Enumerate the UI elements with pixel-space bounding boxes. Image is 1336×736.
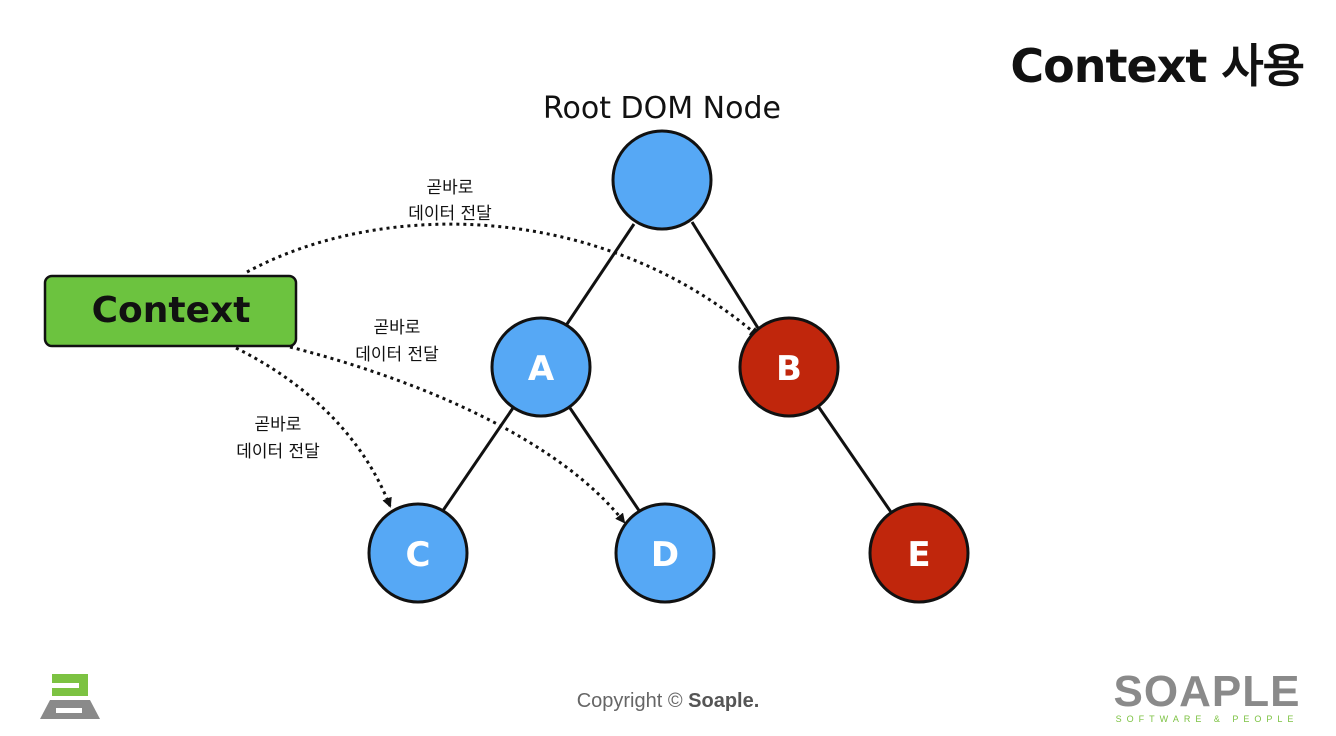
- node-c-label: C: [406, 535, 431, 575]
- copyright-prefix: Copyright ©: [576, 690, 683, 712]
- node-e-label: E: [907, 535, 930, 575]
- node-a-label: A: [528, 349, 555, 389]
- edge-a-d: [568, 407, 642, 513]
- context-box: [43, 274, 298, 348]
- node-c: [367, 502, 469, 604]
- arrow-context-to-b: [246, 222, 760, 338]
- brand-name: SOAPLE: [1113, 667, 1301, 716]
- node-b: [738, 316, 840, 418]
- arrow-label-c-line2: 데이터 전달: [236, 442, 320, 462]
- edge-a-c: [440, 407, 515, 513]
- arrow-label-d-line1: 곧바로: [374, 318, 421, 338]
- soaple-logo-icon: [40, 674, 100, 719]
- slide-title: Context 사용: [1010, 39, 1305, 93]
- node-b-label: B: [776, 349, 802, 389]
- arrow-label-b-line2: 데이터 전달: [408, 204, 492, 224]
- arrow-label-d-line2: 데이터 전달: [355, 345, 439, 365]
- copyright-text: Copyright © Soaple.: [0, 690, 1336, 713]
- node-d: [614, 502, 716, 604]
- edge-root-a: [563, 223, 636, 328]
- soaple-brand-logo: SOAPLE SOFTWARE & PEOPLE: [1112, 667, 1302, 725]
- arrow-label-c-line1: 곧바로: [255, 415, 302, 435]
- brand-tagline: SOFTWARE & PEOPLE: [1115, 714, 1299, 724]
- root-node-label: Root DOM Node: [543, 91, 781, 126]
- arrow-context-to-d: [289, 345, 626, 524]
- copyright-brand: Soaple.: [688, 690, 760, 712]
- context-box-label: Context: [92, 290, 251, 331]
- context-arrows: [235, 222, 760, 524]
- node-e: [868, 502, 970, 604]
- node-a: [490, 316, 592, 418]
- arrow-label-b-line1: 곧바로: [427, 178, 474, 198]
- node-root: [611, 129, 713, 231]
- node-d-label: D: [651, 535, 679, 575]
- edge-root-b: [690, 221, 760, 329]
- edge-b-e: [816, 405, 895, 516]
